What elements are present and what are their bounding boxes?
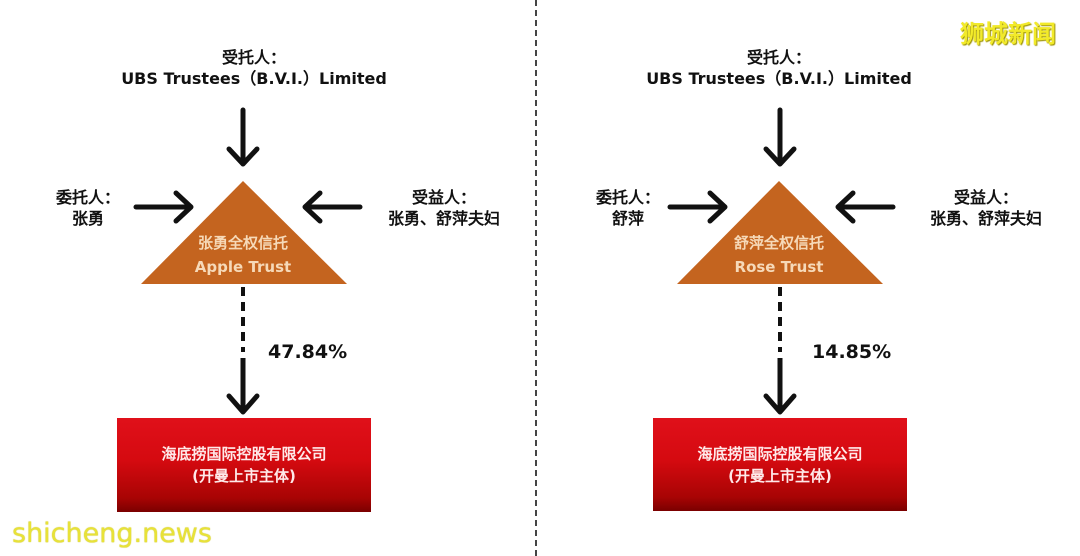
ownership-arrow-icon — [763, 287, 797, 415]
company-note: (开曼上市主体) — [192, 467, 296, 485]
trust-name-zh: 舒萍全权信托 — [733, 234, 824, 252]
settlor-name: 张勇 — [71, 209, 104, 228]
arrow-down-icon — [763, 107, 797, 167]
trustee-name: UBS Trustees（B.V.I.）Limited — [646, 69, 912, 88]
trust-name-zh: 张勇全权信托 — [197, 234, 288, 252]
ownership-percentage: 14.85% — [812, 341, 892, 363]
ownership-percentage: 47.84% — [268, 341, 348, 363]
beneficiary-name: 张勇、舒萍夫妇 — [387, 209, 500, 228]
trustee-label: 受托人： UBS Trustees（B.V.I.）Limited — [104, 47, 404, 89]
ownership-arrow-icon — [226, 287, 260, 415]
watermark-logo-en: shicheng.news — [12, 518, 212, 549]
company-name: 海底捞国际控股有限公司 — [161, 445, 327, 463]
beneficiary-name: 张勇、舒萍夫妇 — [929, 209, 1042, 228]
beneficiary-label: 受益人： 张勇、舒萍夫妇 — [374, 187, 514, 229]
company-note: (开曼上市主体) — [728, 466, 832, 485]
panel-divider — [535, 0, 537, 556]
trustee-label-text: 受托人： — [746, 48, 811, 67]
trust-name: 舒萍全权信托 Rose Trust — [699, 232, 859, 280]
settlor-label: 委托人： 舒萍 — [568, 187, 688, 229]
arrow-left-icon — [302, 190, 363, 224]
trustee-name: UBS Trustees（B.V.I.）Limited — [121, 69, 387, 88]
settlor-label-text: 委托人： — [595, 188, 660, 207]
trustee-label: 受托人： UBS Trustees（B.V.I.）Limited — [629, 47, 929, 89]
arrow-right-icon — [133, 190, 194, 224]
beneficiary-label-text: 受益人： — [953, 188, 1018, 207]
trustee-label-text: 受托人： — [221, 48, 286, 67]
trust-triangle-right — [677, 181, 883, 284]
trust-name: 张勇全权信托 Apple Trust — [163, 232, 323, 280]
trust-triangle-left — [141, 181, 347, 284]
settlor-name: 舒萍 — [611, 209, 644, 228]
beneficiary-label: 受益人： 张勇、舒萍夫妇 — [916, 187, 1056, 229]
arrow-left-icon — [835, 190, 896, 224]
company-name: 海底捞国际控股有限公司 — [697, 444, 863, 463]
settlor-label: 委托人： 张勇 — [28, 187, 148, 229]
beneficiary-label-text: 受益人： — [411, 188, 476, 207]
arrow-down-icon — [226, 107, 260, 167]
company-box: 海底捞国际控股有限公司 (开曼上市主体) — [653, 418, 907, 511]
company-box: 海底捞国际控股有限公司 (开曼上市主体) — [117, 418, 371, 512]
arrow-right-icon — [667, 190, 728, 224]
trust-name-en: Rose Trust — [734, 258, 824, 276]
watermark-logo-zh: 狮城新闻 — [960, 20, 1056, 48]
trust-name-en: Apple Trust — [194, 258, 292, 276]
settlor-label-text: 委托人： — [55, 188, 120, 207]
